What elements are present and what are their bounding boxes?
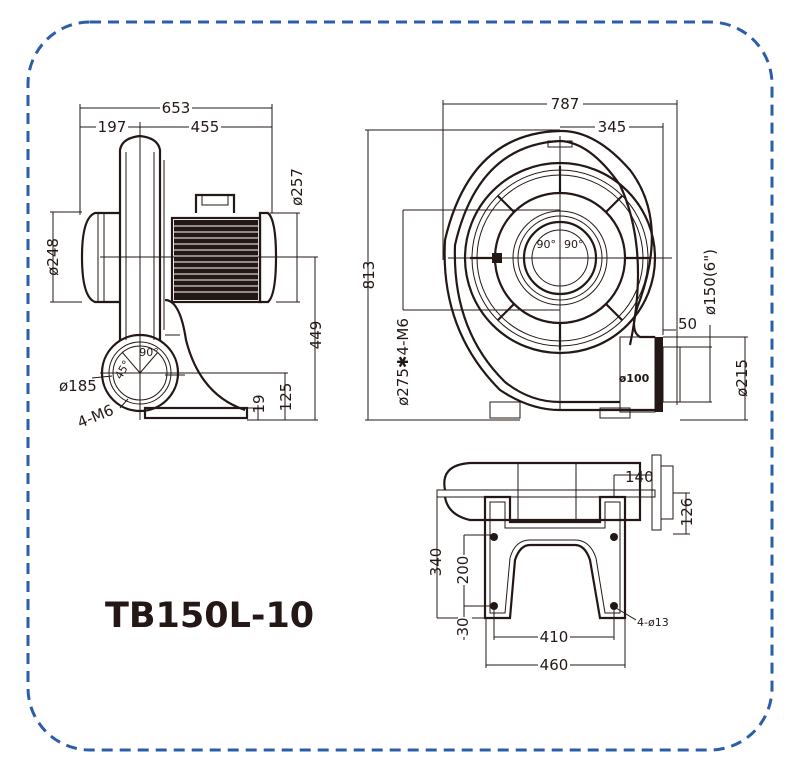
dim-mount-circle: ø275✱4-M6	[394, 318, 412, 406]
label-outlet-bolts: 4-M6	[75, 401, 116, 432]
dim-overall-length: 653	[162, 99, 191, 117]
dim-flange-height: 126	[678, 498, 696, 527]
dim-outlet-offset: 345	[598, 118, 627, 136]
label-outlet-mark: ø100	[619, 372, 650, 385]
label-mount-holes: 4-ø13	[637, 616, 669, 629]
dim-outlet-pipe: ø150(6")	[701, 249, 719, 315]
dim-motor-diameter: ø257	[288, 168, 306, 206]
angle-side-90: 90°	[139, 346, 159, 359]
angle-front-left: 90°	[537, 238, 557, 251]
dim-base-thickness: 19	[250, 394, 268, 413]
dim-base-width: 460	[540, 656, 569, 674]
model-title: TB150L-10	[105, 596, 314, 636]
front-view: 787 345 813 90° 90° ø100 ø275✱4-M6 50 ø1…	[360, 95, 751, 421]
dim-overall-height: 813	[360, 261, 378, 290]
dim-base-depth: 340	[427, 548, 445, 577]
dim-inlet-diameter: ø248	[44, 238, 62, 276]
dim-motor-length: 455	[191, 118, 220, 136]
dim-flange-diameter: ø215	[733, 359, 751, 397]
dim-axis-height: 449	[307, 321, 325, 350]
dim-outlet-height: 125	[277, 383, 295, 412]
angle-front-right: 90°	[564, 238, 584, 251]
dim-flange-offset: 50	[678, 315, 697, 333]
dim-hole-spacing-x: 410	[540, 628, 569, 646]
dim-hole-spacing-y: 200	[454, 556, 472, 585]
dim-overall-width: 787	[551, 95, 580, 113]
dim-bottom-flange-offset: 140	[625, 468, 654, 486]
dashed-border	[26, 20, 774, 752]
bottom-view: 140 126 340 200 30 410 460 4-ø13	[427, 454, 696, 674]
dim-inlet-depth: 197	[98, 118, 127, 136]
side-view: 653 197 455 90° 45° ø248 ø257 449 125	[44, 98, 325, 432]
dim-outlet-diameter: ø185	[59, 377, 97, 395]
dim-hole-edge: 30	[454, 617, 472, 636]
